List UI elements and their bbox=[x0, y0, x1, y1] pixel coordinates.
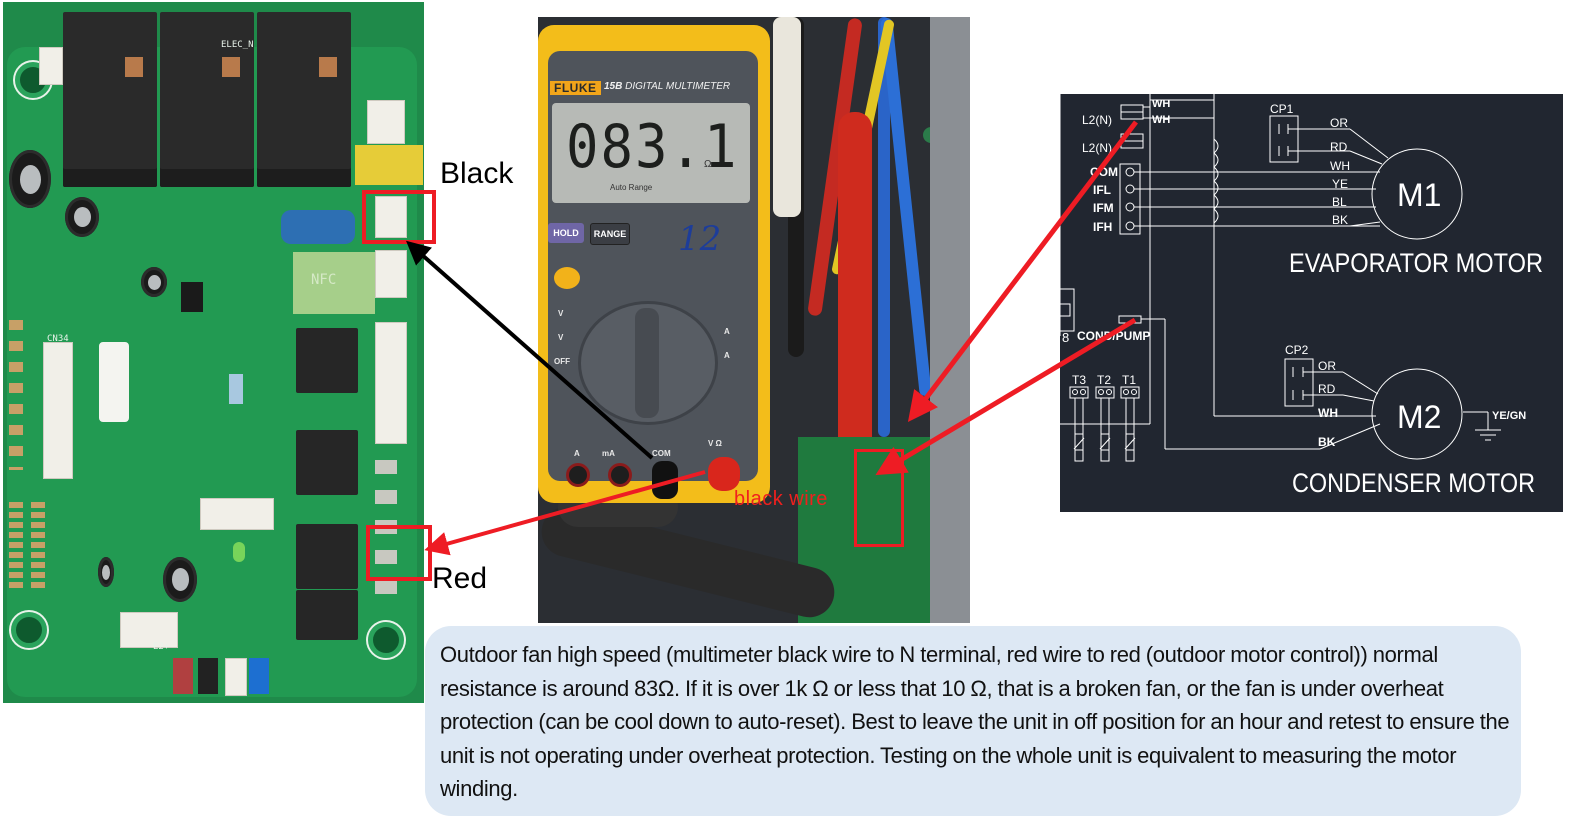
yellow-capacitor bbox=[355, 145, 423, 185]
motor-label-m1: M1 bbox=[1397, 177, 1441, 213]
jack-ma bbox=[608, 463, 632, 487]
thermostat-terminals bbox=[9, 320, 23, 470]
backlight-button bbox=[554, 267, 580, 289]
handwritten-mark: 12 bbox=[678, 219, 722, 259]
lcd-display: 083.1 Ω Auto Range bbox=[552, 103, 750, 203]
connector-cn1 bbox=[249, 658, 269, 694]
sensor-label-t2: T2 bbox=[1097, 373, 1111, 387]
black-label: Black bbox=[440, 157, 514, 190]
rotary-dial bbox=[578, 301, 718, 425]
metal-panel bbox=[930, 17, 970, 623]
electrolytic-capacitor bbox=[9, 150, 51, 208]
red-probe bbox=[838, 112, 872, 472]
relay bbox=[257, 12, 351, 187]
nfc-module: NFC bbox=[293, 252, 375, 314]
relay bbox=[160, 12, 254, 187]
connector-display bbox=[120, 612, 178, 648]
model-label: 15B DIGITAL MULTIMETER bbox=[604, 81, 731, 92]
connector-label-l2n: L2(N) bbox=[1082, 141, 1112, 155]
connector bbox=[39, 47, 63, 85]
black-wire-label: black wire bbox=[734, 488, 828, 510]
mounting-hole bbox=[368, 622, 404, 658]
evaporator-motor-title: EVAPORATOR MOTOR bbox=[1289, 248, 1543, 278]
connector-label-l2n: L2(N) bbox=[1082, 113, 1112, 127]
connector-label-ifl: IFL bbox=[1093, 183, 1111, 197]
m1-wire-or: OR bbox=[1330, 116, 1348, 130]
lcd-reading: 083.1 bbox=[566, 111, 739, 182]
m1-wire-bl: BL bbox=[1332, 195, 1347, 209]
red-terminal-highlight bbox=[366, 525, 432, 581]
lcd-unit: Ω bbox=[704, 159, 712, 170]
connector-cn2 bbox=[225, 658, 247, 696]
m1-wire-ye: YE bbox=[1332, 177, 1348, 191]
mounting-hole bbox=[11, 612, 47, 648]
electrolytic-capacitor bbox=[141, 267, 167, 297]
connector-trans bbox=[367, 100, 405, 144]
condenser-motor-title: CONDENSER MOTOR bbox=[1292, 468, 1535, 498]
sensor-label-t3: T3 bbox=[1072, 373, 1086, 387]
red-label: Red bbox=[432, 562, 488, 595]
jack-10a bbox=[566, 463, 590, 487]
relay bbox=[296, 524, 358, 589]
connector-cn10 bbox=[198, 658, 218, 694]
capacitor-label-cp1: CP1 bbox=[1270, 102, 1294, 116]
relay bbox=[296, 328, 358, 393]
connector-cn11 bbox=[173, 658, 193, 694]
connector-debug bbox=[200, 498, 274, 530]
wiring-diagram: WH WH L2(N) L2(N) COM IFL IFM IFH CP1 OR… bbox=[1060, 94, 1563, 512]
motor-label-m2: M2 bbox=[1397, 399, 1441, 435]
m1-wire-rd: RD bbox=[1330, 140, 1348, 154]
m1-wire-bk: BK bbox=[1332, 213, 1348, 227]
relay bbox=[63, 12, 157, 187]
m2-wire-bk: BK bbox=[1318, 435, 1336, 449]
spade-terminals bbox=[375, 460, 397, 610]
brand-logo: FLUKE bbox=[550, 81, 601, 95]
black-probe-plug bbox=[652, 461, 678, 499]
connector-label-ifm: IFM bbox=[1093, 201, 1114, 215]
relay bbox=[296, 590, 358, 640]
connector-label-com: COM bbox=[1090, 165, 1118, 179]
explanation-note: Outdoor fan high speed (multimeter black… bbox=[425, 626, 1521, 816]
capacitor-label-cp2: CP2 bbox=[1285, 343, 1309, 357]
red-probe-plug bbox=[708, 457, 740, 491]
l2n-terminal bbox=[375, 196, 407, 238]
multimeter-face: FLUKE 15B DIGITAL MULTIMETER 083.1 Ω Aut… bbox=[548, 51, 758, 499]
connector-cn34 bbox=[43, 342, 73, 479]
m2-wire-or: OR bbox=[1318, 359, 1336, 373]
electrolytic-capacitor bbox=[98, 557, 114, 587]
ground-label: YE/GN bbox=[1492, 410, 1526, 422]
wiring-schematic: WH WH L2(N) L2(N) COM IFL IFM IFH CP1 OR… bbox=[1060, 94, 1543, 498]
multimeter-photo: FLUKE 15B DIGITAL MULTIMETER 083.1 Ω Aut… bbox=[538, 17, 970, 623]
pcb-photo: NFC CN34 ELEC_N E2+ bbox=[3, 2, 424, 703]
m2-wire-wh: WH bbox=[1318, 406, 1338, 420]
qr-label bbox=[99, 342, 129, 422]
hold-button: HOLD bbox=[548, 223, 584, 243]
electrolytic-capacitor bbox=[163, 557, 197, 602]
auto-range-label: Auto Range bbox=[610, 183, 653, 192]
ic-chip bbox=[181, 282, 203, 312]
relay bbox=[296, 430, 358, 495]
sensor-label-t1: T1 bbox=[1122, 373, 1136, 387]
m2-wire-rd: RD bbox=[1318, 382, 1336, 396]
wire bbox=[773, 17, 801, 217]
note-text: Outdoor fan high speed (multimeter black… bbox=[440, 642, 1510, 801]
wire-label: WH bbox=[1152, 114, 1170, 126]
electrolytic-capacitor bbox=[65, 197, 99, 237]
connector-label-ifh: IFH bbox=[1093, 220, 1112, 234]
black-terminal-highlight bbox=[362, 190, 436, 244]
digit-label: 8 bbox=[1062, 330, 1069, 345]
m1-wire-wh: WH bbox=[1330, 159, 1350, 173]
indicator-led bbox=[233, 542, 245, 562]
wire-label: WH bbox=[1152, 98, 1170, 110]
header-pins bbox=[31, 502, 45, 592]
connector-cn bbox=[375, 250, 407, 298]
cond-pump-label: COND/PUMP bbox=[1077, 329, 1150, 343]
connector-cn8 bbox=[375, 322, 407, 444]
range-button: RANGE bbox=[590, 223, 630, 245]
black-wire-highlight bbox=[854, 449, 904, 547]
blue-capacitor bbox=[281, 210, 355, 244]
multimeter-body: FLUKE 15B DIGITAL MULTIMETER 083.1 Ω Aut… bbox=[538, 25, 770, 503]
direction-arrow-icon bbox=[229, 374, 243, 404]
header-pins bbox=[9, 502, 23, 592]
